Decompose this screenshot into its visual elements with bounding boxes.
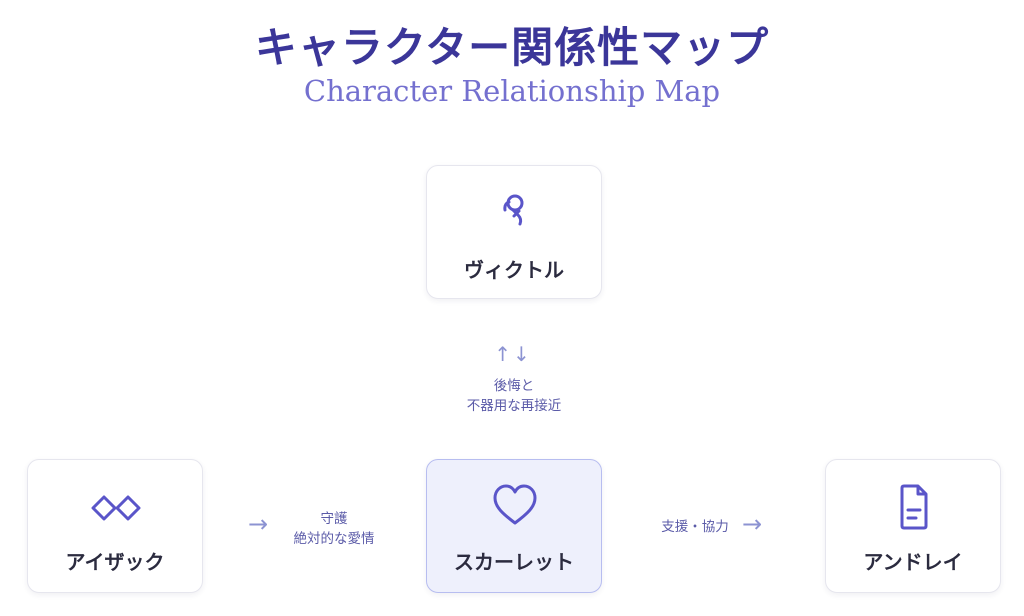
document-icon [900, 484, 928, 530]
relation-scarlet-andre: 支援・協力 [661, 519, 729, 535]
right-arrow-icon: → [742, 510, 763, 538]
relation-victor-scarlet-line2: 不器用な再接近 [466, 398, 562, 414]
curled-loop-icon [503, 194, 524, 226]
node-andre[interactable]: アンドレイ [825, 459, 1001, 593]
relation-victor-scarlet-line1: 後悔と [493, 378, 535, 394]
node-andre-label: アンドレイ [863, 550, 963, 574]
right-arrow-icon: → [248, 510, 269, 538]
updown-arrows-icon: ↑↓ [494, 342, 532, 366]
relation-victor-scarlet: 後悔と 不器用な再接近 [414, 376, 614, 416]
relation-isaac-scarlet-line1: 守護 [320, 511, 348, 527]
node-scarlet-label: スカーレット [454, 550, 574, 574]
relation-isaac-scarlet-line2: 絶対的な愛情 [293, 531, 375, 547]
node-scarlet[interactable]: スカーレット [426, 459, 602, 593]
page-subtitle: Character Relationship Map [303, 74, 721, 108]
node-isaac-label: アイザック [65, 550, 165, 574]
node-victor[interactable]: ヴィクトル [426, 165, 602, 299]
node-isaac[interactable]: アイザック [27, 459, 203, 593]
relation-isaac-scarlet: 守護 絶対的な愛情 [276, 509, 392, 549]
page-title: キャラクター関係性マップ [254, 23, 770, 72]
heart-icon [493, 484, 537, 525]
node-victor-label: ヴィクトル [464, 258, 564, 282]
infinity-diamonds-icon [91, 495, 141, 521]
